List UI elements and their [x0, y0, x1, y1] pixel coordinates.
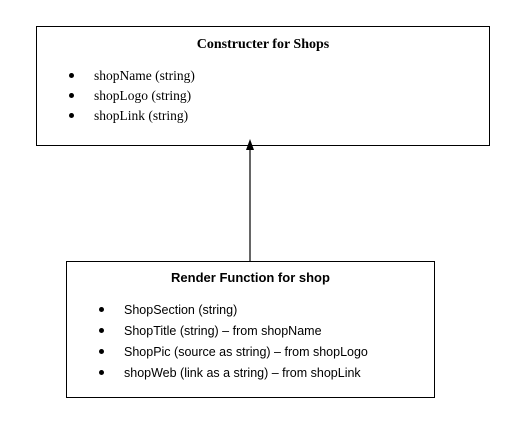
list-item-label: ShopSection (string) [124, 303, 238, 317]
list-item-label: shopName (string) [94, 68, 195, 83]
list-item-label: shopLink (string) [94, 108, 189, 123]
list-item-label: shopLogo (string) [94, 88, 192, 103]
render-function-box: Render Function for shop ShopSection (st… [66, 261, 435, 398]
render-function-box-title: Render Function for shop [171, 270, 330, 285]
list-item: shopLink (string) [69, 106, 195, 126]
list-item: shopLogo (string) [69, 86, 195, 106]
arrow-head-icon [246, 139, 254, 150]
list-item-label: ShopTitle (string) – from shopName [124, 324, 322, 338]
constructor-box: Constructer for Shops shopName (string) … [36, 26, 490, 146]
bullet-icon [99, 370, 104, 376]
list-item: ShopPic (source as string) – from shopLo… [99, 342, 368, 363]
list-item: shopName (string) [69, 66, 195, 86]
list-item: shopWeb (link as a string) – from shopLi… [99, 363, 368, 384]
bullet-icon [69, 113, 74, 119]
list-item: ShopTitle (string) – from shopName [99, 321, 368, 342]
constructor-box-list: shopName (string) shopLogo (string) shop… [69, 66, 195, 126]
list-item-label: ShopPic (source as string) – from shopLo… [124, 345, 368, 359]
bullet-icon [69, 73, 74, 79]
bullet-icon [69, 93, 74, 99]
bullet-icon [99, 328, 104, 334]
list-item: ShopSection (string) [99, 300, 368, 321]
render-function-box-list: ShopSection (string) ShopTitle (string) … [99, 300, 368, 384]
list-item-label: shopWeb (link as a string) – from shopLi… [124, 366, 361, 380]
bullet-icon [99, 307, 104, 313]
bullet-icon [99, 349, 104, 355]
constructor-box-title: Constructer for Shops [196, 37, 330, 52]
